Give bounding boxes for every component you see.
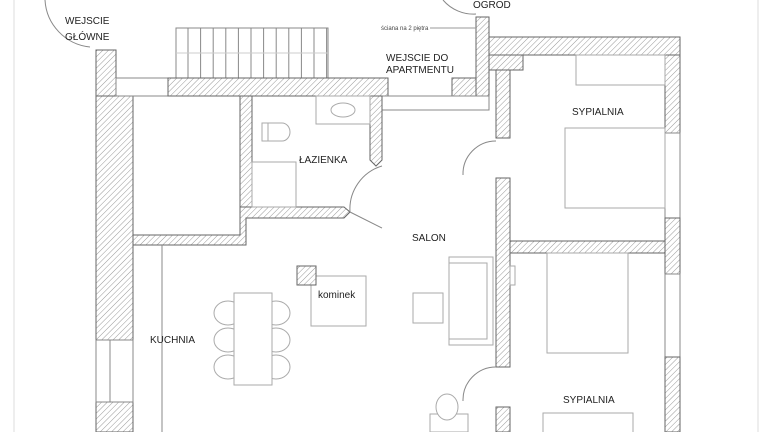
shower [251,161,297,208]
stairs [175,27,329,79]
kitchen-label: KUCHNIA [150,335,195,346]
living-room-label: SALON [412,233,446,244]
bathroom-label: ŁAZIENKA [299,155,348,166]
toilet-tank [261,122,269,142]
main-entrance-label-2: GŁÓWNE [65,30,110,43]
bed-1 [564,127,666,209]
chimney [296,265,317,286]
bedroom-1-label: SYPIALNIA [572,107,624,118]
apartment-entrance-label-2: APARTMENTU [386,65,454,76]
chair [435,393,459,421]
sofa-seat [448,262,488,340]
dining-set [213,292,291,386]
main-entrance-label: WEJSCIE [65,16,110,27]
bathroom-door-arc [349,165,383,213]
bedroom-2-label: SYPIALNIA [563,395,615,406]
fireplace-label: kominek [318,290,356,301]
bedroom2-door-arc [462,366,497,402]
garden-label: OGROD [473,0,511,11]
dining-table [233,292,273,386]
wardrobe [575,54,666,86]
bedroom1-door-arc [462,140,497,176]
bed-2 [546,252,629,354]
bed-3 [542,412,634,432]
wall-note: ściana na 2 piętra [381,26,429,32]
radiator [509,265,516,286]
apartment-entrance-label: WEJSCIE DO [386,53,448,64]
sink-bowl [330,102,356,118]
main-entrance-door-arc [44,0,91,48]
fireplace [310,275,367,327]
walls [95,16,681,432]
coffee-table [412,292,444,324]
toilet [267,122,291,142]
garden-door-arc [442,0,477,15]
